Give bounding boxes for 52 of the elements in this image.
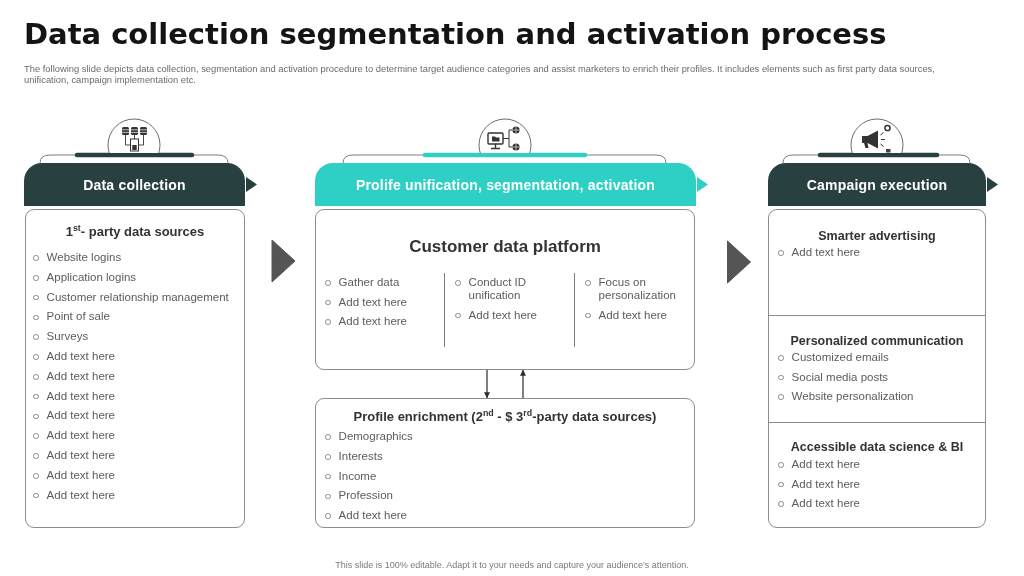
list-item-text: Profession bbox=[338, 489, 393, 503]
arrow bbox=[484, 369, 490, 399]
list-item-text: Social media posts bbox=[791, 370, 889, 384]
list-item-text: Add text here bbox=[791, 458, 860, 471]
slide-description: The following slide depicts data collection, segmentation and activation procedure to determine target audience categories and assist marketers to enrich their profiles. It includes elements such as first party data sources, unification, campaign implementation etc. bbox=[24, 63, 936, 85]
list-item-text: Add text here bbox=[338, 315, 407, 328]
list-item-text: Add text here bbox=[468, 308, 537, 322]
list-item-text: Add text here bbox=[46, 350, 115, 363]
section-heading: Customer data platform bbox=[409, 237, 601, 257]
list-item-text: Add text here bbox=[46, 369, 115, 383]
list-item-text: Income bbox=[338, 469, 377, 483]
slide-title: Data collection segmentation and activation process bbox=[24, 16, 887, 52]
footer-note: This slide is 100% editable. Adapt it to your needs and capture your audience's attention. bbox=[335, 560, 689, 571]
list-item-text: Application logins bbox=[46, 270, 137, 284]
header-tab: Data collection bbox=[24, 163, 245, 206]
content-panel bbox=[25, 209, 245, 528]
list-item-text: Customized emails bbox=[791, 351, 889, 364]
list-item-text: Interests bbox=[338, 449, 383, 463]
content-panel bbox=[315, 209, 695, 370]
list-item-text: Add text here bbox=[791, 477, 860, 491]
list-item-text: Demographics bbox=[338, 430, 413, 443]
list-item-text: Point of sale bbox=[46, 310, 110, 324]
list-item-text: Surveys bbox=[46, 330, 89, 344]
list-item-text: Add text here bbox=[46, 488, 115, 502]
header-tab: Prolife unification, segmentation, activation bbox=[315, 163, 696, 206]
arrow bbox=[520, 369, 526, 399]
section-heading: Personalized communication bbox=[790, 333, 964, 349]
section-heading: Profile enrichment (2$^{nd}$ - $ 3$^{rd}$-party data sources) bbox=[353, 409, 657, 425]
chevron-arrow bbox=[271, 239, 296, 283]
header-tab: Campaign execution bbox=[768, 163, 986, 206]
section-heading: Smarter advertising bbox=[818, 228, 936, 244]
content-panel bbox=[768, 209, 986, 528]
chevron-arrow bbox=[727, 240, 751, 284]
list-item-text: Add text here bbox=[791, 497, 860, 510]
list-item-text: Add text here bbox=[598, 308, 667, 322]
list-item-text: Add text here bbox=[46, 448, 115, 462]
list-item-text: Add text here bbox=[791, 246, 860, 259]
list-item-text: Add text here bbox=[338, 295, 407, 309]
list-item-text: Website personalization bbox=[791, 390, 914, 403]
list-item-text: Add text here bbox=[46, 409, 115, 423]
list-item-text: Gather data bbox=[338, 276, 400, 289]
section-heading: Accessible data science & BI bbox=[790, 439, 964, 455]
list-item-text: Add text here bbox=[46, 468, 115, 482]
list-item-text: Customer relationship management bbox=[46, 290, 229, 304]
section-heading: 1$^{st}$- party data sources bbox=[65, 224, 205, 240]
list-item-text: Add text here bbox=[46, 389, 115, 403]
list-item-text: Conduct ID unification bbox=[468, 276, 528, 302]
list-item-text: Website logins bbox=[46, 251, 122, 264]
list-item-text: Add text here bbox=[338, 509, 407, 523]
list-item-text: Add text here bbox=[46, 429, 115, 443]
content-panel bbox=[315, 398, 695, 528]
list-item-text: Focus on personalization bbox=[598, 276, 677, 302]
